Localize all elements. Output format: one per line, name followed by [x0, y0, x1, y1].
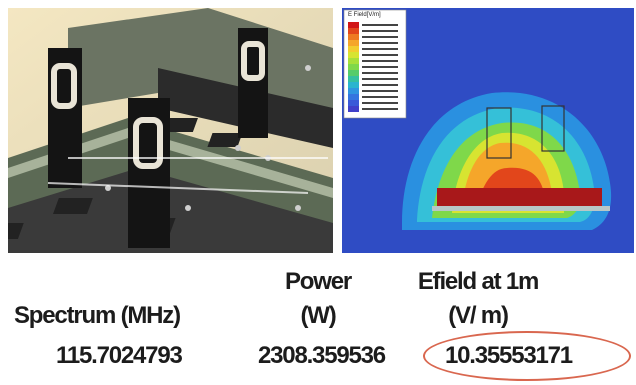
legend-swatch: [348, 22, 359, 28]
pcb-render-illustration: [8, 8, 333, 253]
field-legend-title: E Field[V/m]: [348, 12, 381, 18]
legend-swatch: [348, 82, 359, 88]
legend-swatch: [348, 76, 359, 82]
legend-swatch: [348, 28, 359, 34]
efield-header-line1: Efield at 1m: [417, 268, 540, 295]
legend-swatch: [348, 70, 359, 76]
highlight-ellipse: [423, 331, 631, 381]
power-header-line2: (W): [300, 302, 336, 329]
efield-header-line2: (V/ m): [448, 302, 509, 329]
legend-swatch: [348, 34, 359, 40]
legend-swatch: [348, 58, 359, 64]
efield-simulation-image: E Field[V/m]: [342, 8, 634, 253]
legend-swatch: [348, 64, 359, 70]
legend-swatch: [348, 94, 359, 100]
power-value: 2308.359536: [258, 342, 386, 369]
legend-swatch: [348, 52, 359, 58]
field-legend: [348, 22, 359, 112]
legend-swatch: [348, 88, 359, 94]
legend-swatch: [348, 100, 359, 106]
efield-plot: [342, 8, 634, 253]
legend-swatch: [348, 40, 359, 46]
legend-swatch: [348, 46, 359, 52]
pcb-render-image: [8, 8, 333, 253]
spectrum-header: Spectrum (MHz): [14, 302, 181, 329]
legend-swatch: [348, 106, 359, 112]
spectrum-value: 115.7024793: [56, 342, 183, 369]
power-header-line1: Power: [284, 268, 352, 295]
